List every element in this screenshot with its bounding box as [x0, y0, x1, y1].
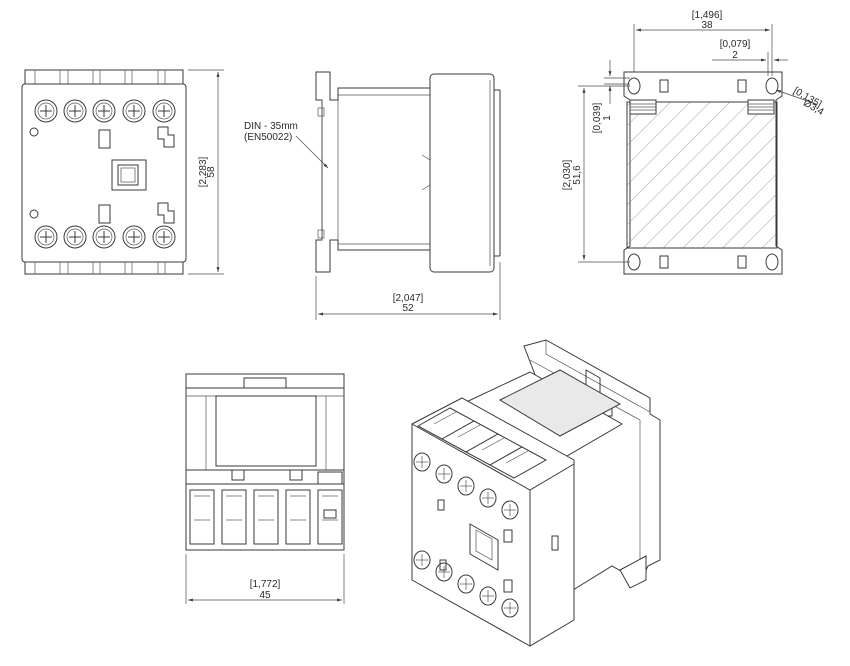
iso-bottom-screws	[413, 550, 519, 618]
bottom-screw-row	[34, 225, 176, 249]
mount-height-mm-label: 51,6	[572, 165, 583, 185]
mount-offset-x-inch-label: [0,079]	[720, 39, 751, 50]
mount-offset-x-mm-label: 2	[732, 50, 738, 61]
iso-top-screws	[413, 452, 519, 520]
mounting-view: [1,496] 38 [0,079] 2 [0,135] Ø3,4 [0,039…	[562, 10, 826, 275]
top-width-mm-label: 45	[259, 590, 271, 601]
front-view: [2,283] 58	[21, 69, 224, 275]
isometric-view	[411, 339, 661, 647]
side-width-inch-label: [2,047]	[393, 293, 424, 304]
mount-width-mm-label: 38	[701, 20, 713, 31]
top-view: [1,772] 45	[185, 373, 345, 604]
front-height-mm-label: 58	[206, 166, 217, 178]
mount-width-inch-label: [1,496]	[692, 10, 723, 21]
side-width-mm-label: 52	[402, 303, 414, 314]
mount-offset-y-mm-label: 1	[602, 115, 613, 121]
front-height-inch-label: [2,283]	[198, 156, 209, 187]
mount-offset-y-inch-label: [0,039]	[592, 102, 603, 133]
side-view: DIN - 35mm (EN50022) [2,047] 52	[244, 71, 501, 320]
top-width-inch-label: [1,772]	[250, 579, 281, 590]
din-standard-label: (EN50022)	[244, 132, 292, 143]
top-screw-row	[34, 99, 176, 123]
din-rail-label: DIN - 35mm	[244, 121, 298, 132]
mount-height-inch-label: [2,030]	[562, 159, 573, 190]
top-terminal-slots	[189, 471, 343, 545]
